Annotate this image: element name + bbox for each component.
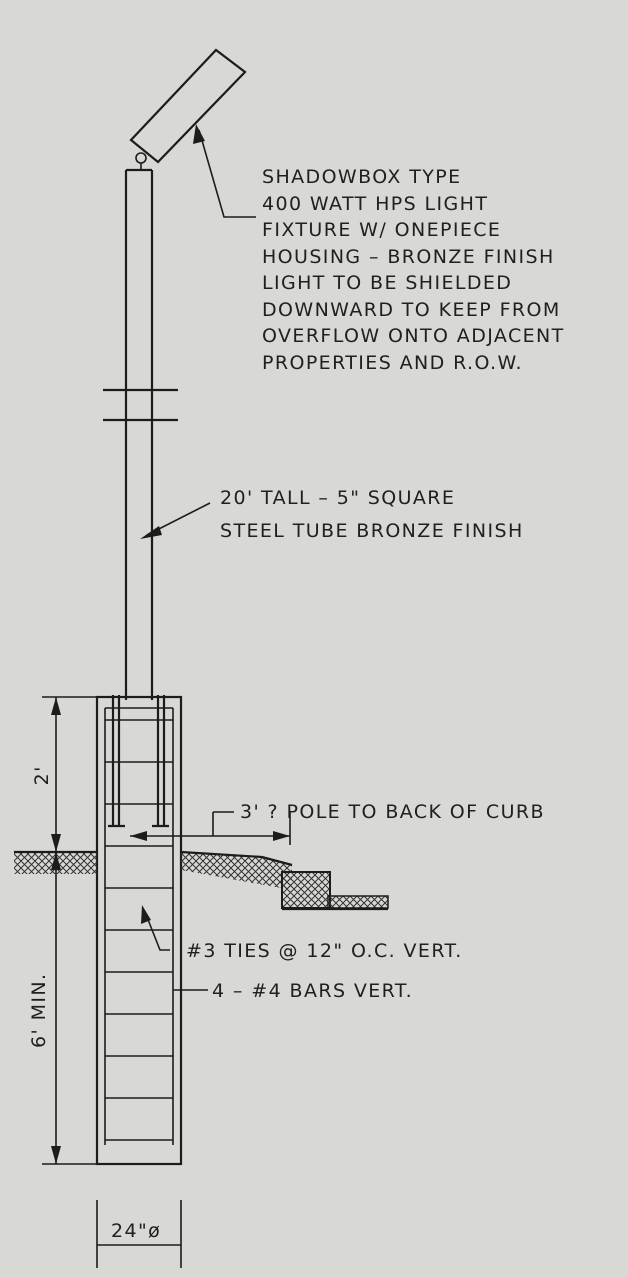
fixture-note-line: LIGHT TO BE SHIELDED: [262, 272, 513, 294]
fixture-note-line: PROPERTIES AND R.O.W.: [262, 351, 523, 374]
rebar-ties: [105, 719, 173, 1141]
pole-break: [103, 388, 178, 422]
fixture-note-line: DOWNWARD TO KEEP FROM: [262, 298, 561, 321]
curb: [281, 871, 389, 911]
leaders: [140, 124, 256, 991]
fixture-note-line: 400 WATT HPS LIGHT: [262, 192, 489, 215]
pole-note-line: 20' TALL – 5" SQUARE: [220, 487, 456, 509]
pole-note-line: STEEL TUBE BRONZE FINISH: [220, 520, 524, 542]
dimension-above-grade-label: 2': [30, 765, 53, 786]
fixture-note: SHADOWBOX TYPE 400 WATT HPS LIGHT FIXTUR…: [262, 164, 565, 376]
curb-offset-note: 3' ? POLE TO BACK OF CURB: [240, 801, 545, 823]
dimension-curb-offset: [130, 812, 291, 845]
pole-note: 20' TALL – 5" SQUARE STEEL TUBE BRONZE F…: [220, 482, 524, 548]
fixture-note-line: FIXTURE W/ ONEPIECE: [262, 219, 502, 241]
pole: [124, 168, 154, 700]
fixture-head: [129, 48, 247, 170]
dimension-diameter: [96, 1200, 182, 1268]
fixture-note-line: OVERFLOW ONTO ADJACENT: [262, 325, 565, 347]
dimension-diameter-label: 24"ø: [111, 1220, 162, 1242]
anchor-bolts: [108, 695, 169, 828]
dimension-height: [42, 696, 96, 1165]
fixture-note-line: SHADOWBOX TYPE: [262, 166, 462, 188]
concrete-foundation: [95, 695, 183, 1166]
fixture-note-line: HOUSING – BRONZE FINISH: [262, 245, 555, 268]
ties-note: #3 TIES @ 12" O.C. VERT.: [186, 940, 463, 962]
bars-note: 4 – #4 BARS VERT.: [212, 980, 414, 1002]
dimension-below-grade-label: 6' MIN.: [27, 972, 50, 1048]
